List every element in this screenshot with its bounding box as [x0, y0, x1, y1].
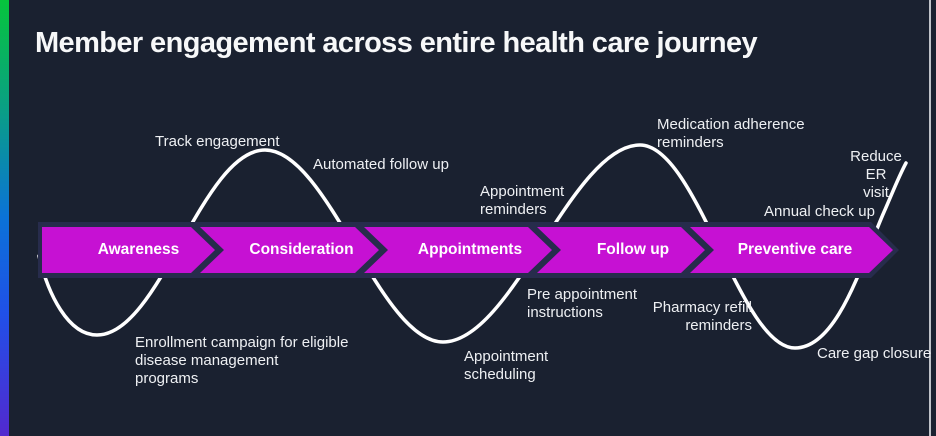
annotation-automated-follow-up: Automated follow up: [313, 156, 449, 173]
annotation-pharmacy-refill-reminders: Pharmacy refill reminders: [652, 299, 752, 334]
annotation-medication-adherence-reminders: Medication adherence reminders: [657, 116, 805, 151]
annotation-reduce-er-visit: Reduce ER visit: [850, 148, 902, 201]
annotation-track-engagement: Track engagement: [155, 133, 280, 150]
page-title: Member engagement across entire health c…: [35, 27, 758, 60]
annotation-enrollment-campaign: Enrollment campaign for eligible disease…: [135, 334, 349, 387]
accent-gradient-strip: [0, 0, 9, 436]
annotation-pre-appointment-instructions: Pre appointment instructions: [527, 286, 638, 321]
stage-label-follow-up: Follow up: [596, 241, 670, 258]
stage-label-appointments: Appointments: [417, 241, 523, 258]
stage-label-consideration: Consideration: [249, 241, 354, 258]
stage-arrow-follow-up: [537, 227, 705, 273]
stage-arrow-awareness: [42, 227, 215, 273]
window-edge-line: [929, 0, 931, 436]
annotation-care-gap-closure: Care gap closure: [817, 345, 932, 362]
stage-label-preventive-care: Preventive care: [737, 241, 853, 258]
annotation-annual-check-up: Annual check up: [764, 203, 875, 220]
annotation-appointment-scheduling: Appointment scheduling: [464, 348, 549, 383]
engagement-wave-curve: [37, 143, 908, 350]
stage-arrow-consideration: [200, 227, 379, 273]
stage-arrow-preventive-care: [690, 227, 893, 273]
annotation-appointment-reminders: Appointment reminders: [480, 183, 565, 218]
stage-arrow-appointments: [364, 227, 552, 273]
stage-label-awareness: Awareness: [97, 241, 180, 258]
